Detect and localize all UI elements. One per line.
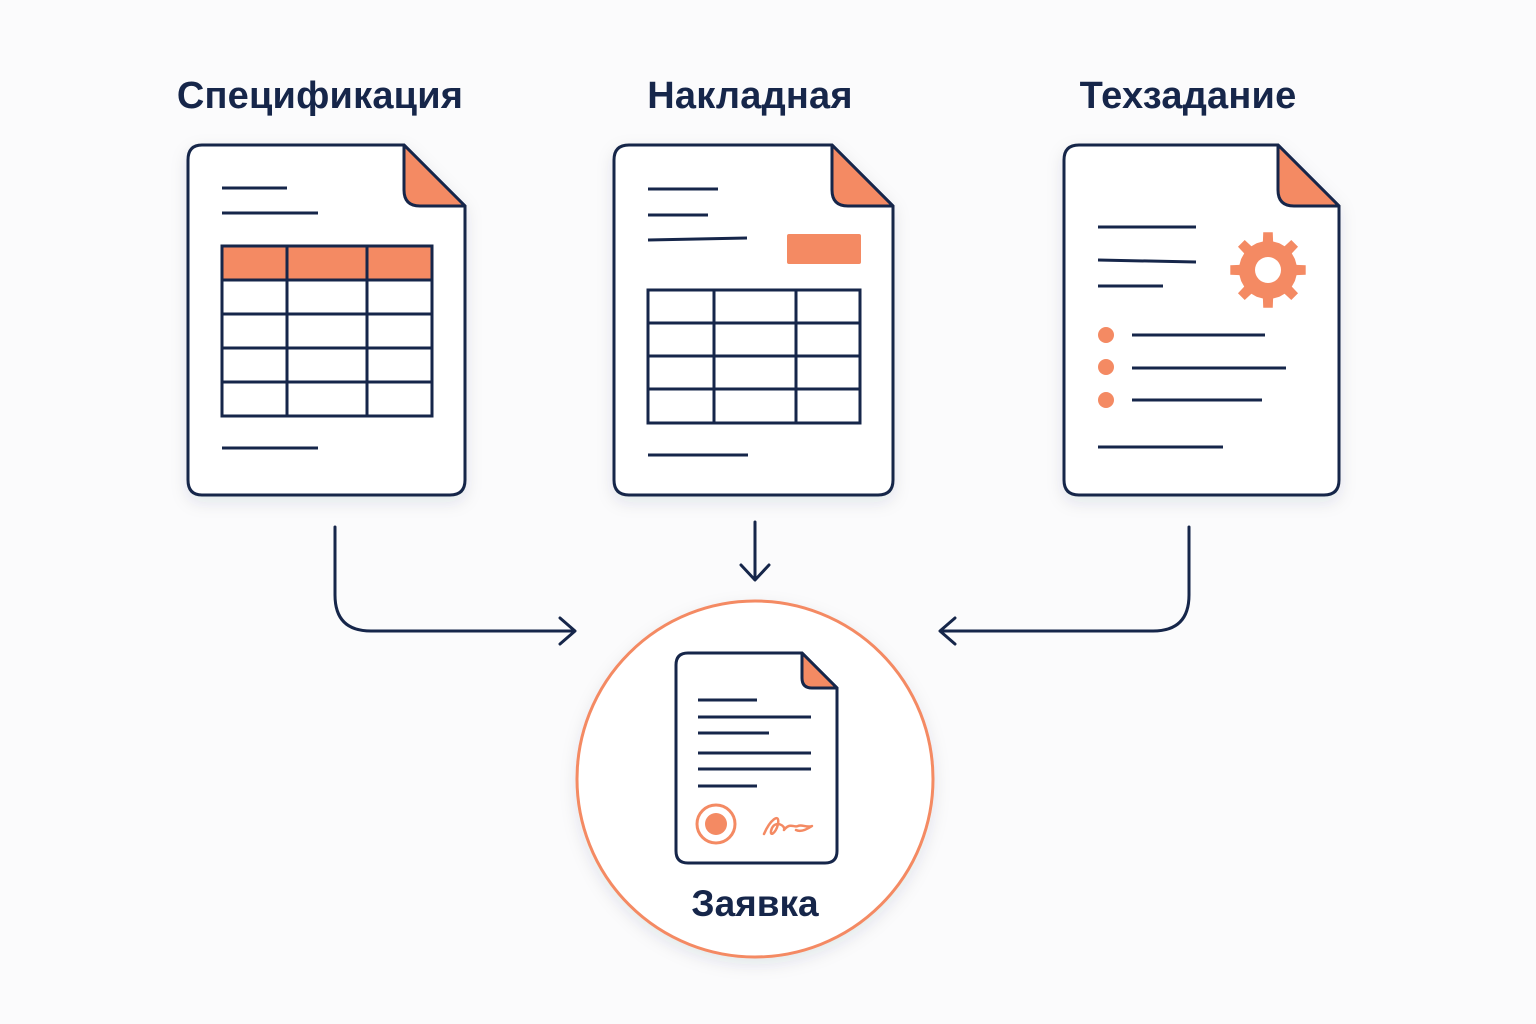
signed-application-icon [674, 651, 839, 865]
nakl-document-icon [612, 143, 895, 497]
tech-label: Техзадание [1079, 75, 1297, 117]
result-label: Заявка [691, 883, 819, 924]
signature-icon [762, 816, 814, 836]
spec-document-icon [186, 143, 467, 497]
gear-icon [1230, 232, 1306, 308]
nakl-label: Накладная [647, 75, 853, 117]
arrow-right-to-result [938, 525, 1191, 646]
tech-document-icon [1062, 143, 1341, 497]
stamp-icon [695, 803, 737, 845]
spec-label: Спецификация [176, 75, 464, 117]
arrow-left-to-result [333, 525, 577, 646]
arrow-center-to-result [739, 520, 771, 582]
